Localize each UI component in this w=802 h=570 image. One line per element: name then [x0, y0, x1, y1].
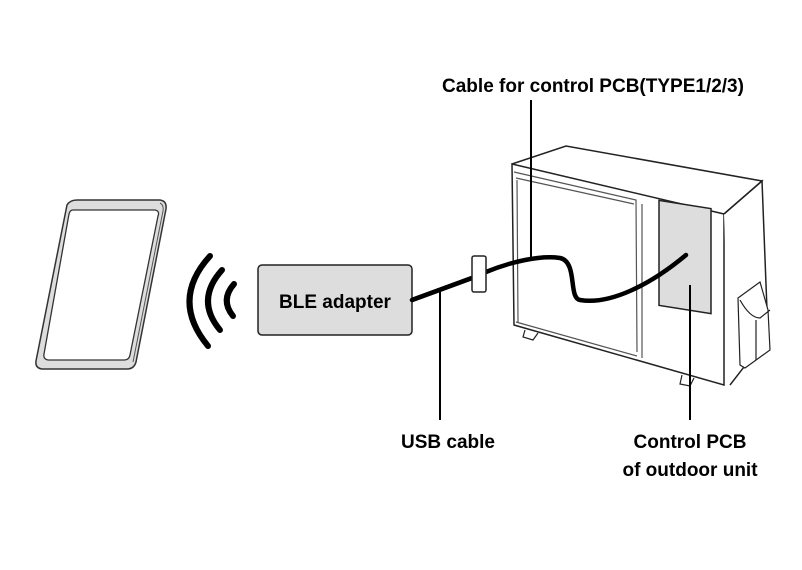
outdoor-unit-icon	[511, 145, 771, 387]
ble-adapter-box: BLE adapter	[257, 264, 413, 336]
control-pcb-label-line1: Control PCB	[634, 432, 747, 453]
usb-cable-label: USB cable	[401, 432, 495, 453]
cable-connector	[471, 255, 487, 293]
cable-control-pcb-label: Cable for control PCB(TYPE1/2/3)	[442, 76, 744, 97]
smartphone-icon	[35, 199, 167, 370]
leader-lines	[439, 100, 691, 420]
wireless-signal-icon	[186, 253, 237, 349]
ble-adapter-label: BLE adapter	[279, 292, 392, 313]
control-pcb-label-line2: of outdoor unit	[622, 460, 758, 481]
